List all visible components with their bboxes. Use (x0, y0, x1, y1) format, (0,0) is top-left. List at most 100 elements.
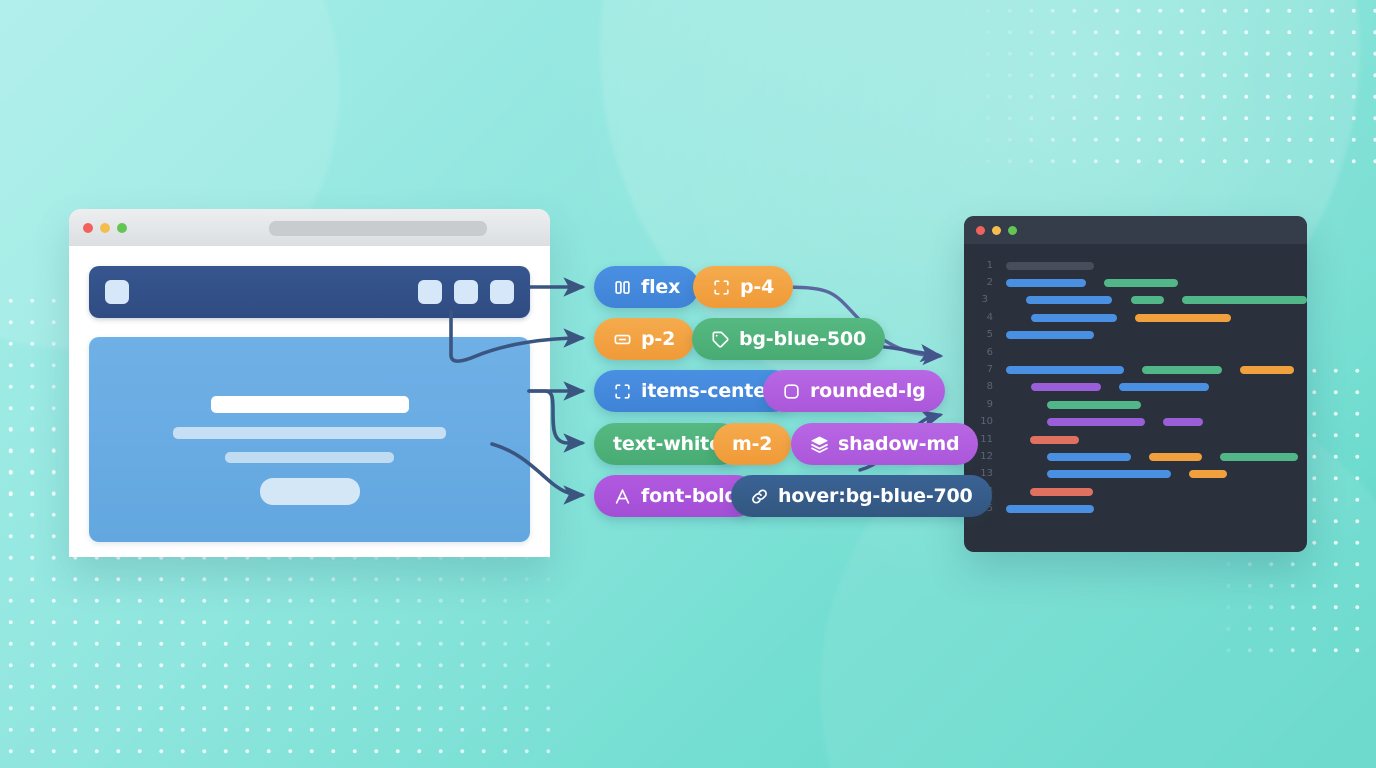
maximize-button[interactable] (117, 222, 127, 233)
code-line[interactable]: 5 (964, 327, 1307, 344)
hero-title-placeholder (210, 396, 409, 413)
code-line[interactable]: 3 (964, 292, 1307, 309)
pill-m-2[interactable]: m-2 (713, 423, 792, 465)
code-indent (1006, 383, 1025, 391)
code-token-gray (1006, 261, 1094, 270)
navbar-menu-item-2[interactable] (454, 280, 478, 304)
code-line[interactable]: 1 (964, 257, 1307, 274)
pill-p-4[interactable]: p-4 (693, 266, 794, 308)
line-number: 13 (980, 468, 993, 480)
code-token-purple (1163, 418, 1203, 427)
pill-label: m-2 (732, 433, 773, 455)
code-line[interactable]: 15 (964, 500, 1307, 517)
code-close-button[interactable] (976, 225, 985, 235)
line-number: 6 (986, 346, 993, 358)
dot-pattern-top-right (956, 0, 1376, 180)
code-token-blue (1006, 331, 1094, 340)
code-token-blue (1119, 383, 1209, 392)
navbar-menu (418, 280, 514, 304)
code-token-blue (1031, 313, 1117, 322)
code-line[interactable]: 7 (964, 361, 1307, 378)
code-indent (1137, 453, 1143, 461)
code-line[interactable]: 6 (964, 344, 1307, 361)
code-indent (1228, 366, 1234, 374)
line-number: 10 (980, 416, 993, 428)
pill-label: p-4 (740, 276, 775, 298)
code-line[interactable]: 13 (964, 466, 1307, 483)
code-token-green (1220, 452, 1298, 461)
code-indent (1130, 366, 1136, 374)
pill-label: hover:bg-blue-700 (778, 485, 973, 507)
code-line[interactable]: 12 (964, 448, 1307, 465)
url-bar[interactable] (269, 221, 487, 236)
pill-label: bg-blue-500 (739, 328, 866, 350)
code-token-green (1104, 279, 1178, 288)
pill-label: shadow-md (838, 433, 960, 455)
code-token-purple (1031, 383, 1101, 392)
layers-icon (810, 435, 829, 454)
code-titlebar (964, 216, 1307, 244)
code-tokens (1006, 452, 1298, 461)
code-indent (1208, 453, 1214, 461)
spacing-icon (613, 330, 632, 349)
code-line[interactable]: 11 (964, 431, 1307, 448)
code-tokens (1006, 313, 1231, 322)
code-minimize-button[interactable] (992, 225, 1001, 235)
code-token-orange (1149, 452, 1202, 461)
pill-label: text-white (613, 433, 722, 455)
line-number: 7 (986, 364, 993, 376)
code-token-blue (1006, 505, 1094, 514)
code-indent (1001, 296, 1020, 304)
code-token-blue (1026, 296, 1112, 305)
code-indent (1006, 436, 1024, 444)
pill-hover-bg-blue-700[interactable]: hover:bg-blue-700 (731, 475, 992, 517)
minimize-button[interactable] (100, 222, 110, 233)
code-token-orange (1135, 313, 1231, 322)
hero-cta-button[interactable] (259, 478, 360, 505)
pill-items-center[interactable]: items-center (594, 370, 795, 412)
navbar-menu-item-3[interactable] (490, 280, 514, 304)
pill-text-white[interactable]: text-white (594, 423, 741, 465)
navbar-logo[interactable] (105, 280, 129, 304)
code-line[interactable]: 14 (964, 483, 1307, 500)
code-token-blue (1047, 470, 1171, 479)
code-tokens (1006, 418, 1203, 427)
code-tokens (1006, 470, 1227, 479)
code-indent (1092, 279, 1098, 287)
code-tokens (1006, 261, 1094, 270)
code-tokens (1006, 279, 1178, 288)
code-token-green (1142, 366, 1222, 375)
pill-label: font-bold (641, 485, 738, 507)
code-line[interactable]: 10 (964, 414, 1307, 431)
code-line[interactable]: 4 (964, 309, 1307, 326)
padding-icon (712, 278, 731, 297)
align-center-icon (613, 382, 632, 401)
line-number: 12 (980, 450, 993, 462)
code-line[interactable]: 9 (964, 396, 1307, 413)
pill-p-2[interactable]: p-2 (594, 318, 695, 360)
code-token-orange (1240, 366, 1294, 375)
rounded-box-icon (782, 382, 801, 401)
navbar-menu-item-1[interactable] (418, 280, 442, 304)
pill-shadow-md[interactable]: shadow-md (791, 423, 979, 465)
code-token-blue (1047, 452, 1131, 461)
line-number: 11 (980, 433, 993, 445)
code-token-red (1030, 487, 1093, 496)
code-maximize-button[interactable] (1008, 225, 1017, 235)
code-tokens (1001, 296, 1307, 305)
code-token-green (1131, 296, 1164, 305)
line-number: 2 (986, 277, 993, 289)
pill-label: p-2 (641, 328, 676, 350)
code-token-green (1047, 400, 1141, 409)
code-token-purple (1047, 418, 1145, 427)
code-tokens (1006, 366, 1294, 375)
pill-bg-blue-500[interactable]: bg-blue-500 (692, 318, 885, 360)
pill-flex[interactable]: flex (594, 266, 700, 308)
close-button[interactable] (83, 222, 93, 233)
code-line[interactable]: 2 (964, 274, 1307, 291)
pill-rounded-lg[interactable]: rounded-lg (763, 370, 945, 412)
pill-font-bold[interactable]: font-bold (594, 475, 757, 517)
code-indent (1170, 296, 1176, 304)
code-line[interactable]: 8 (964, 379, 1307, 396)
